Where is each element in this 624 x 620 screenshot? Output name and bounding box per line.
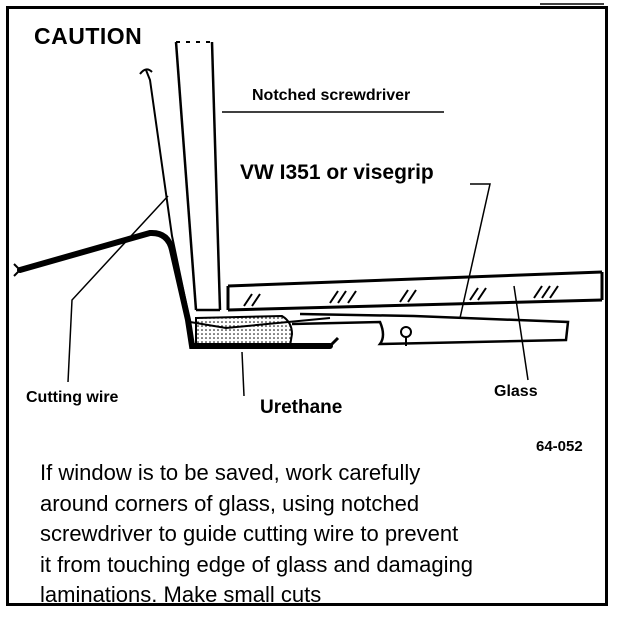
label-notched-screwdriver: Notched screwdriver — [252, 87, 411, 104]
urethane-bead — [195, 314, 294, 347]
body-panel-hook — [328, 336, 340, 348]
label-glass: Glass — [494, 383, 538, 400]
note-line: screwdriver to guide cutting wire to pre… — [40, 521, 459, 546]
label-tool: VW I351 or visegrip — [240, 161, 434, 184]
diagram-frame — [6, 6, 608, 606]
leader-lines — [67, 111, 529, 397]
note-line: laminations. Make small cuts — [40, 582, 322, 607]
note-line: If window is to be saved, work carefully — [40, 460, 421, 485]
note-line: around corners of glass, using notched — [40, 490, 420, 516]
note-line: it from touching edge of glass and damag… — [40, 551, 473, 577]
figure-number: 64-052 — [536, 438, 583, 455]
glass — [226, 270, 604, 312]
body-panel — [17, 229, 333, 349]
tool-grip — [291, 312, 570, 346]
cutting-wire — [145, 69, 331, 330]
label-urethane: Urethane — [260, 397, 343, 418]
cutting-wire-tip — [139, 68, 153, 75]
caution-note: If window is to be saved, work carefully… — [40, 458, 600, 611]
caution-heading: CAUTION — [34, 23, 143, 49]
notched-screwdriver — [174, 41, 222, 312]
label-cutting-wire: Cutting wire — [26, 389, 119, 406]
wire-end-left — [13, 263, 22, 277]
